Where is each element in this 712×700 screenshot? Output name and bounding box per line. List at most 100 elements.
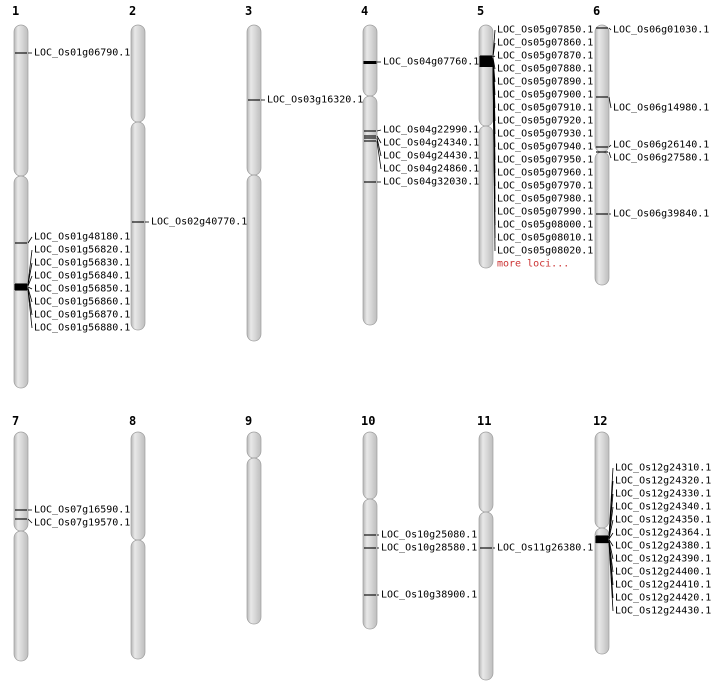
gene-label: LOC_Os01g56860.1 (34, 296, 131, 308)
gene-label: LOC_Os01g06790.1 (34, 47, 131, 59)
gene-connector-line (376, 135, 382, 144)
gene-connector-line (608, 506, 614, 538)
gene-label: LOC_Os01g56820.1 (34, 244, 131, 256)
gene-label: LOC_Os02g40770.1 (151, 216, 248, 228)
chromosome-2-q-arm (130, 121, 146, 331)
gene-label: LOC_Os01g56840.1 (34, 270, 131, 282)
gene-label: LOC_Os05g07900.1 (497, 89, 594, 101)
chromosome-7-number-label: 7 (12, 414, 20, 428)
gene-connector-line (492, 42, 496, 57)
chromosome-11-number-label: 11 (477, 414, 492, 428)
gene-label: LOC_Os05g08020.1 (497, 245, 594, 257)
more-loci-link[interactable]: more loci... (497, 258, 570, 270)
gene-label: LOC_Os10g28580.1 (381, 542, 478, 554)
gene-label: LOC_Os07g19570.1 (34, 517, 131, 529)
chromosome-4-q-arm (362, 95, 378, 326)
gene-connector-line (27, 518, 33, 524)
gene-connector-line (27, 287, 33, 303)
gene-label: LOC_Os05g07860.1 (497, 37, 594, 49)
gene-label: LOC_Os01g56870.1 (34, 309, 131, 321)
gene-label: LOC_Os06g27580.1 (613, 152, 710, 164)
gene-label: LOC_Os11g26380.1 (497, 542, 594, 554)
gene-label: LOC_Os05g07930.1 (497, 128, 594, 140)
gene-label: LOC_Os10g25080.1 (381, 529, 478, 541)
gene-label: LOC_Os05g07870.1 (497, 50, 594, 62)
gene-label: LOC_Os01g56830.1 (34, 257, 131, 269)
chromosome-3-number-label: 3 (245, 4, 253, 18)
gene-connector-line (608, 539, 614, 547)
gene-label: LOC_Os04g24860.1 (383, 163, 480, 175)
gene-label: LOC_Os06g01030.1 (613, 24, 710, 36)
gene-label: LOC_Os05g07970.1 (497, 180, 594, 192)
gene-label: LOC_Os05g07960.1 (497, 167, 594, 179)
gene-label: LOC_Os04g24340.1 (383, 137, 480, 149)
gene-label: LOC_Os04g32030.1 (383, 176, 480, 188)
gene-label: LOC_Os04g22990.1 (383, 124, 480, 136)
gene-label: LOC_Os05g07980.1 (497, 193, 594, 205)
gene-label: LOC_Os12g24430.1 (615, 605, 712, 617)
gene-label: LOC_Os05g08010.1 (497, 232, 594, 244)
gene-label: LOC_Os04g24430.1 (383, 150, 480, 162)
gene-label: LOC_Os05g07850.1 (497, 24, 594, 36)
gene-label: LOC_Os12g24390.1 (615, 553, 712, 565)
gene-connector-line (492, 66, 496, 252)
gene-connector-line (608, 532, 614, 540)
gene-connector-line (608, 144, 612, 148)
gene-label: LOC_Os12g24310.1 (615, 462, 712, 474)
chromosome-12-q-arm (594, 527, 610, 655)
gene-label: LOC_Os12g24410.1 (615, 579, 712, 591)
gene-connector-line (27, 286, 33, 290)
gene-connector-line (27, 236, 33, 244)
gene-connector-line (27, 262, 33, 286)
gene-label: LOC_Os05g08000.1 (497, 219, 594, 231)
gene-label: LOC_Os07g16590.1 (34, 504, 131, 516)
gene-label: LOC_Os12g24400.1 (615, 566, 712, 578)
gene-connector-line (27, 289, 33, 329)
chromosome-9-number-label: 9 (245, 414, 253, 428)
gene-label: LOC_Os12g24330.1 (615, 488, 712, 500)
gene-connector-line (492, 55, 496, 58)
gene-label: LOC_Os12g24320.1 (615, 475, 712, 487)
gene-label: LOC_Os05g07910.1 (497, 102, 594, 114)
chromosome-5-number-label: 5 (477, 4, 485, 18)
gene-connector-line (376, 140, 382, 170)
chromosome-5-q-arm (478, 125, 494, 269)
gene-connector-line (27, 275, 33, 287)
chromosome-11-q-arm (478, 511, 494, 681)
chromosome-10-q-arm (362, 498, 378, 630)
chromosome-8-q-arm (130, 539, 146, 660)
chromosome-12-number-label: 12 (593, 414, 608, 428)
gene-label: LOC_Os12g24380.1 (615, 540, 712, 552)
gene-label: LOC_Os01g56850.1 (34, 283, 131, 295)
chromosome-4-number-label: 4 (361, 4, 369, 18)
gene-label: LOC_Os12g24420.1 (615, 592, 712, 604)
gene-label: LOC_Os12g24340.1 (615, 501, 712, 513)
gene-label: LOC_Os06g14980.1 (613, 102, 710, 114)
gene-label: LOC_Os05g07940.1 (497, 141, 594, 153)
chromosome-3-q-arm (246, 174, 262, 342)
gene-label: LOC_Os05g07880.1 (497, 63, 594, 75)
gene-label: LOC_Os12g24350.1 (615, 514, 712, 526)
chromosome-10-number-label: 10 (361, 414, 376, 428)
chromosome-7-q-arm (13, 530, 29, 662)
chromosome-6-number-label: 6 (593, 4, 601, 18)
gene-label: LOC_Os03g16320.1 (267, 94, 364, 106)
gene-label: LOC_Os10g38900.1 (381, 589, 478, 601)
gene-label: LOC_Os01g56880.1 (34, 322, 131, 334)
chromosome-9-q-arm (246, 457, 262, 625)
chromosome-8-number-label: 8 (129, 414, 137, 428)
gene-label: LOC_Os04g07760.1 (383, 56, 480, 68)
gene-label: LOC_Os06g39840.1 (613, 208, 710, 220)
chromosome-2-number-label: 2 (129, 4, 137, 18)
gene-label: LOC_Os05g07990.1 (497, 206, 594, 218)
chromosome-1-number-label: 1 (12, 4, 20, 18)
gene-label: LOC_Os01g48180.1 (34, 231, 131, 243)
gene-connector-line (608, 96, 612, 109)
gene-connector-line (608, 519, 614, 539)
gene-connector-line (608, 542, 614, 612)
gene-label: LOC_Os05g07920.1 (497, 115, 594, 127)
gene-label: LOC_Os05g07890.1 (497, 76, 594, 88)
gene-connector-line (376, 129, 382, 132)
